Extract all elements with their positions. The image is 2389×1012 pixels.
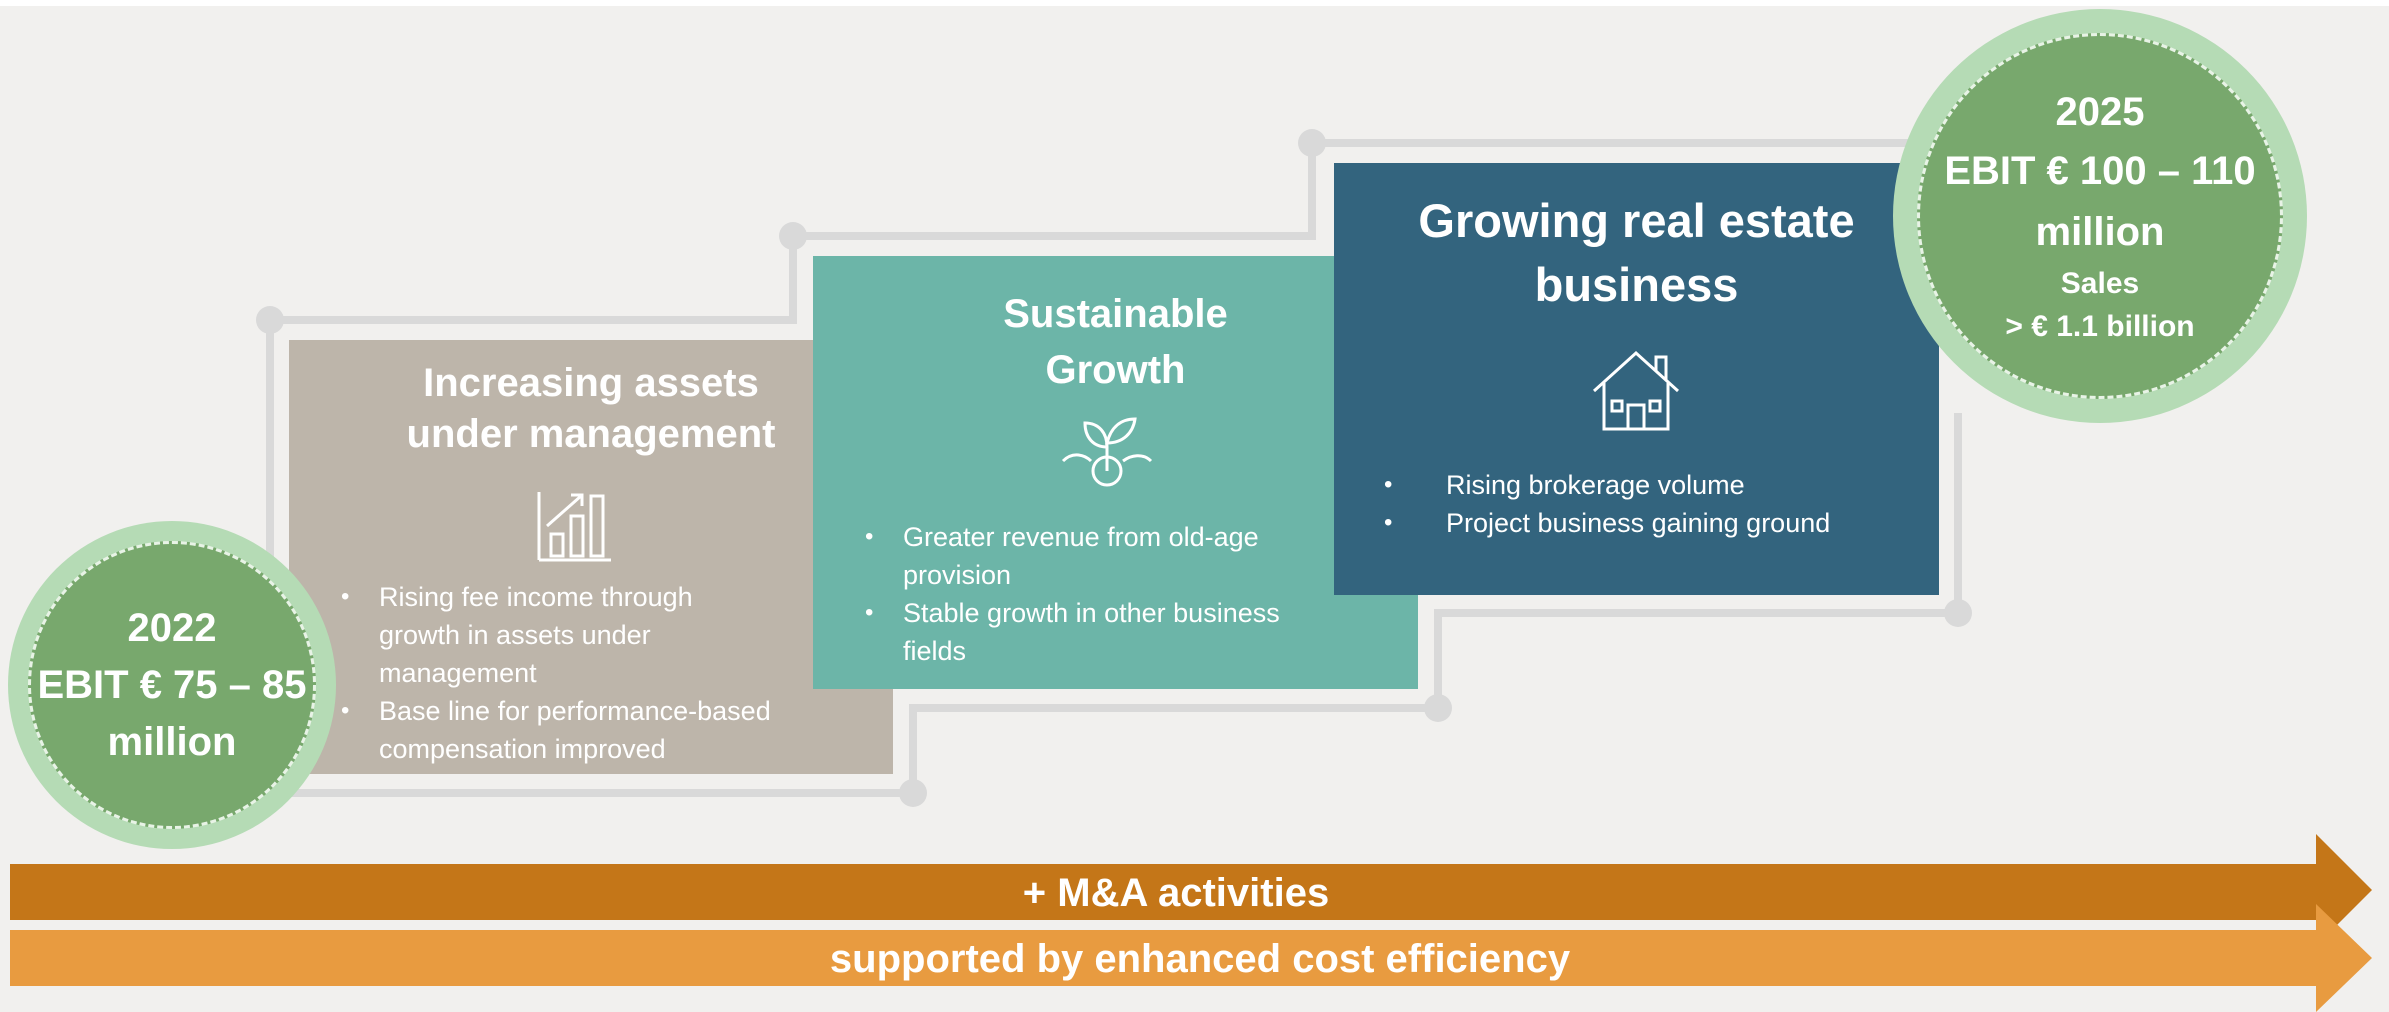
step-bullets: Rising fee income through growth in asse… bbox=[341, 578, 881, 768]
bullet-line: management bbox=[379, 658, 537, 688]
step-title-line2: under management bbox=[406, 411, 776, 456]
ma-activities-label: + M&A activities bbox=[1022, 871, 1330, 915]
milestone-unit: million bbox=[2035, 210, 2165, 254]
step-title: Sustainable Growth bbox=[813, 256, 1418, 398]
step-title-line1: Sustainable bbox=[1003, 292, 1228, 336]
bullet-line: provision bbox=[903, 560, 1012, 590]
bullet-line: growth in assets under bbox=[379, 620, 651, 650]
step-bullets: Greater revenue from old-age provision S… bbox=[865, 518, 1405, 670]
step-increasing-assets: Increasing assets under management Risin… bbox=[289, 340, 893, 774]
step-title-line1: Growing real estate bbox=[1418, 194, 1855, 247]
step-real-estate-business: Growing real estate business Rising brok… bbox=[1334, 163, 1939, 595]
bullet-line: Greater revenue from old-age bbox=[903, 522, 1259, 552]
house-icon bbox=[1592, 350, 1680, 431]
milestone-year: 2022 bbox=[127, 605, 217, 650]
bullet-item: Rising brokerage volume bbox=[1384, 466, 1944, 504]
milestone-year: 2025 bbox=[2055, 90, 2145, 134]
milestone-sales-value: > € 1.1 billion bbox=[2005, 310, 2195, 343]
milestone-2025: 2025 EBIT € 100 – 110 million Sales > € … bbox=[1893, 9, 2307, 423]
bullet-line: Base line for performance-based bbox=[379, 696, 771, 726]
bullet-item: Stable growth in other business fields bbox=[865, 594, 1405, 670]
bullet-line: Rising brokerage volume bbox=[1446, 470, 1745, 500]
step-bullets: Rising brokerage volume Project business… bbox=[1384, 466, 1944, 542]
step-title-line2: business bbox=[1534, 257, 1739, 311]
step-title: Increasing assets under management bbox=[289, 340, 893, 460]
bullet-line: Stable growth in other business bbox=[903, 598, 1280, 628]
milestone-inner: 2022 EBIT € 75 – 85 million bbox=[28, 541, 316, 829]
milestone-unit: million bbox=[107, 719, 237, 764]
milestone-ebit: EBIT € 100 – 110 bbox=[1944, 149, 2256, 193]
milestone-inner: 2025 EBIT € 100 – 110 million Sales > € … bbox=[1917, 33, 2283, 399]
bullet-item: Project business gaining ground bbox=[1384, 504, 1944, 542]
milestone-ebit: EBIT € 75 – 85 bbox=[37, 662, 307, 707]
bullet-line: fields bbox=[903, 636, 967, 666]
cost-efficiency-label: supported by enhanced cost efficiency bbox=[829, 937, 1571, 981]
cost-efficiency-arrow bbox=[10, 904, 2372, 1012]
bullet-line: Project business gaining ground bbox=[1446, 508, 1831, 538]
step-sustainable-growth: Sustainable Growth Greater revenue from … bbox=[813, 256, 1418, 689]
step-title: Growing real estate business bbox=[1334, 163, 1939, 317]
milestone-2022: 2022 EBIT € 75 – 85 million bbox=[8, 521, 336, 849]
bullet-item: Base line for performance-based compensa… bbox=[341, 692, 881, 768]
step-title-line1: Increasing assets bbox=[423, 361, 759, 405]
bullet-item: Greater revenue from old-age provision bbox=[865, 518, 1405, 594]
bar-chart-growth-icon bbox=[537, 492, 611, 562]
sprout-icon bbox=[1061, 417, 1153, 487]
milestone-sales-label: Sales bbox=[2060, 267, 2140, 300]
ma-activities-arrow bbox=[10, 834, 2372, 946]
bullet-line: compensation improved bbox=[379, 734, 666, 764]
bullet-item: Rising fee income through growth in asse… bbox=[341, 578, 881, 692]
bullet-line: Rising fee income through bbox=[379, 582, 693, 612]
step-title-line2: Growth bbox=[1045, 348, 1186, 392]
